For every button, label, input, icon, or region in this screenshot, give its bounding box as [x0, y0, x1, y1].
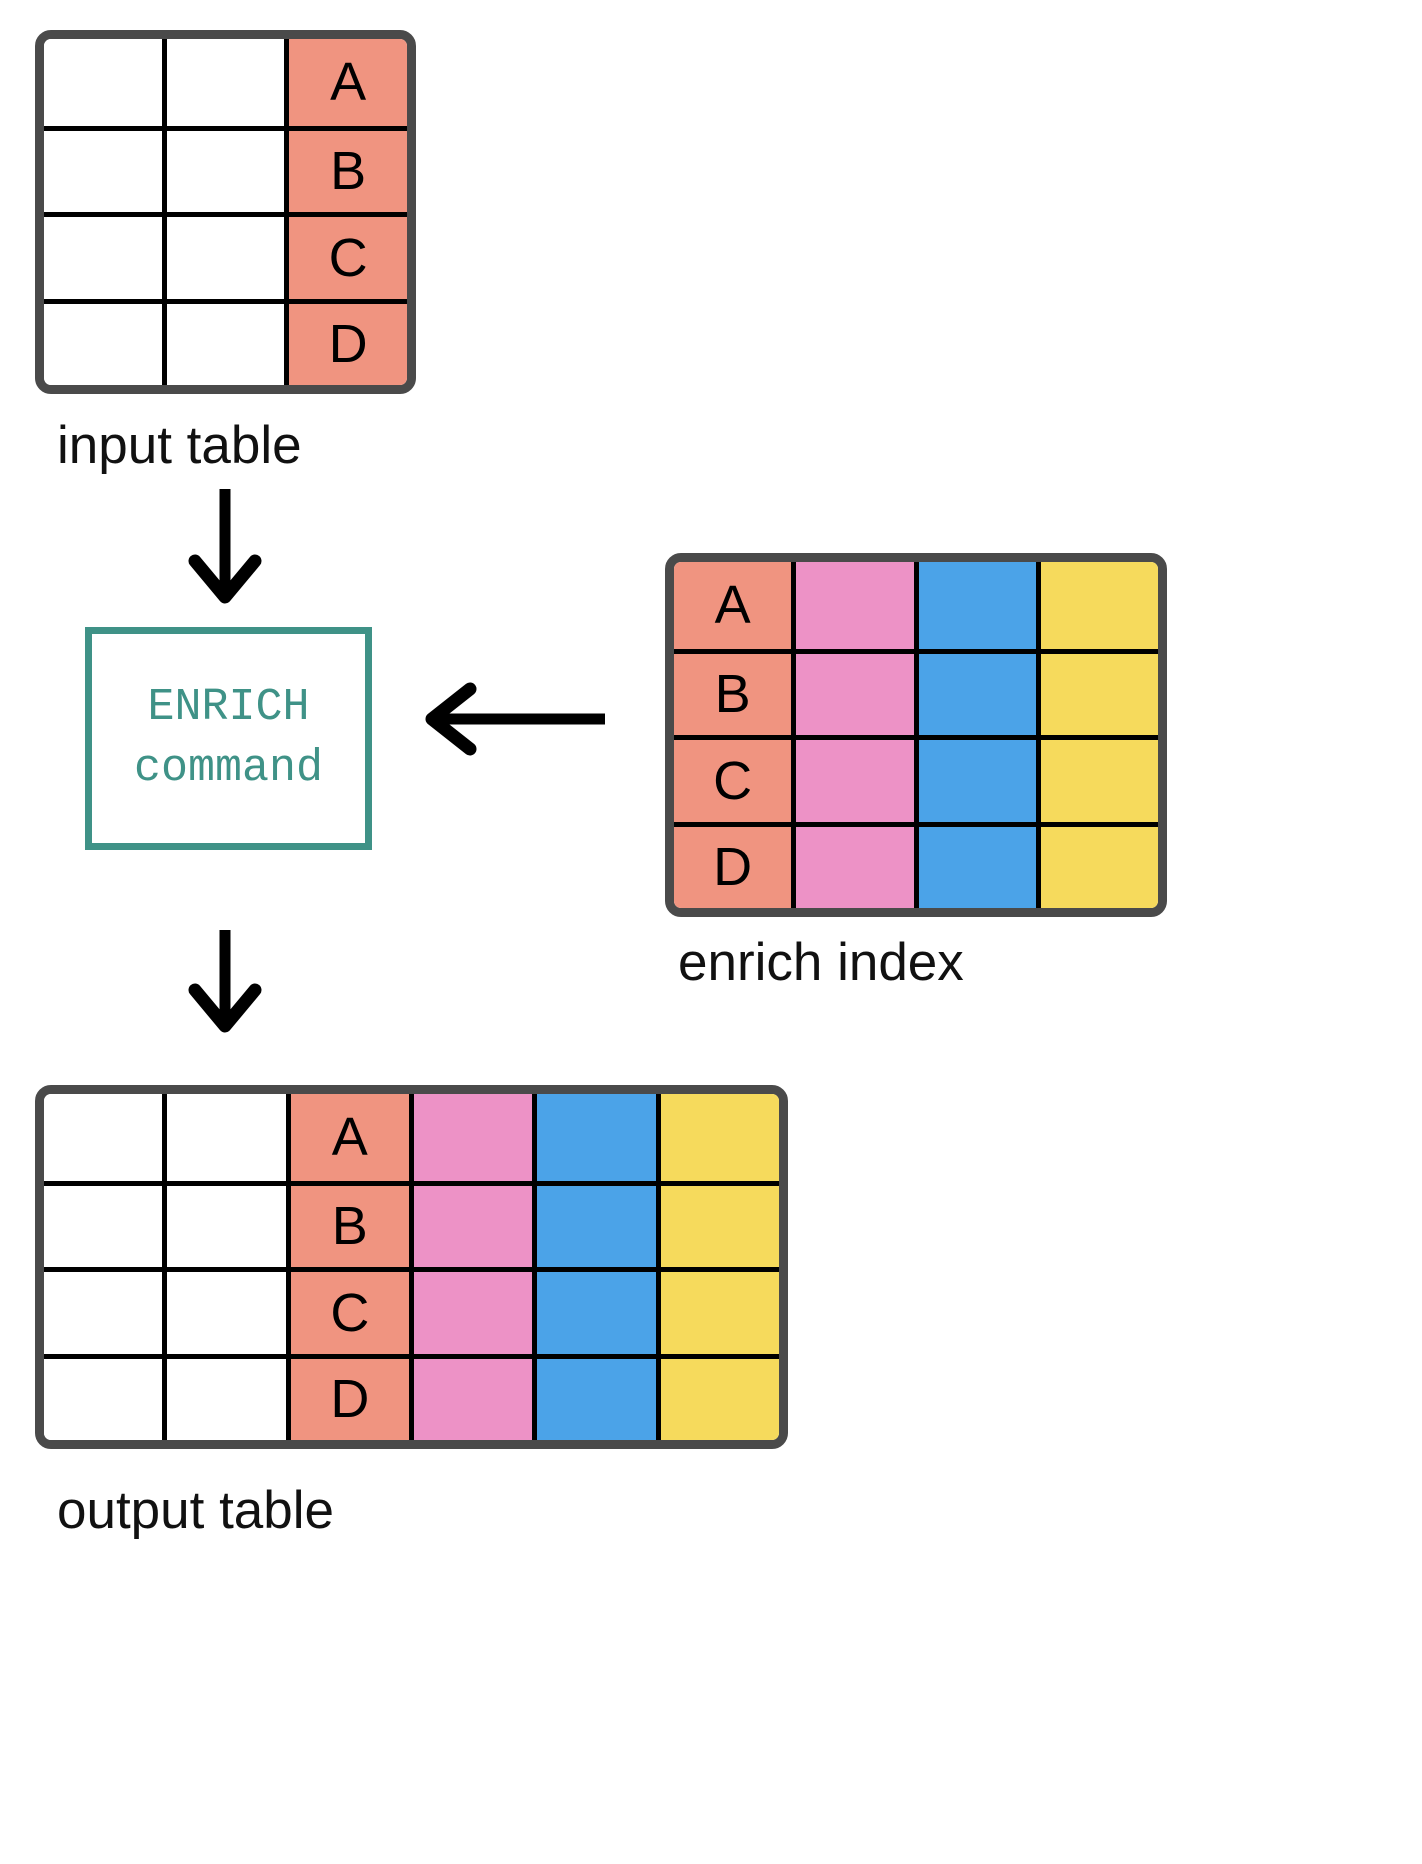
- cell-r1c1: [162, 1185, 286, 1267]
- cell-r0c1: [161, 39, 285, 126]
- cell-r0c2-key: A: [284, 39, 407, 126]
- cell-r3c2-key: D: [285, 1358, 409, 1440]
- output-table-caption: output table: [57, 1481, 335, 1540]
- table-row: B: [674, 648, 1158, 735]
- cell-r0c0-key: A: [674, 562, 792, 649]
- cell-r2c0-key: C: [674, 740, 792, 822]
- down-arrow-command-to-output: [188, 930, 262, 1033]
- cell-r3c0: [44, 303, 162, 385]
- cell-r3c1: [162, 1358, 286, 1440]
- cell-r0c1: [162, 1094, 286, 1181]
- cell-r1c1: [791, 653, 914, 735]
- cell-r1c2-key: B: [284, 130, 407, 212]
- cell-r1c3: [408, 1185, 533, 1267]
- cell-r3c1: [161, 303, 285, 385]
- table-row: B: [44, 1180, 779, 1267]
- cell-r1c4: [532, 1185, 656, 1267]
- table-row: C: [44, 212, 407, 299]
- cell-r3c4: [532, 1358, 656, 1440]
- cell-r2c2: [913, 740, 1036, 822]
- cell-r0c0: [44, 1094, 163, 1181]
- left-arrow-index-to-command: [425, 682, 605, 756]
- output-table: A B C D: [35, 1085, 788, 1449]
- cell-r1c1: [161, 130, 285, 212]
- cell-r3c3: [1035, 826, 1158, 908]
- table-row: B: [44, 125, 407, 212]
- cell-r2c0: [44, 1272, 163, 1354]
- cell-r3c0-key: D: [674, 826, 792, 908]
- input-table: A B C D: [35, 30, 416, 394]
- cell-r0c3: [1035, 562, 1158, 649]
- cell-r2c2-key: C: [285, 1272, 409, 1354]
- table-row: A: [44, 1094, 779, 1181]
- enrich-command-line-2: command: [133, 742, 324, 794]
- cell-r1c0-key: B: [674, 653, 792, 735]
- cell-r1c2: [913, 653, 1036, 735]
- cell-r2c2-key: C: [284, 217, 407, 299]
- cell-r0c4: [532, 1094, 656, 1181]
- cell-r2c4: [532, 1272, 656, 1354]
- table-row: C: [44, 1267, 779, 1354]
- cell-r3c3: [408, 1358, 533, 1440]
- cell-r2c0: [44, 217, 162, 299]
- cell-r2c3: [408, 1272, 533, 1354]
- cell-r0c2: [913, 562, 1036, 649]
- cell-r1c5: [655, 1185, 779, 1267]
- cell-r2c1: [161, 217, 285, 299]
- cell-r3c5: [655, 1358, 779, 1440]
- table-row: D: [44, 1353, 779, 1440]
- cell-r0c5: [655, 1094, 779, 1181]
- table-row: D: [44, 298, 407, 385]
- cell-r3c1: [791, 826, 914, 908]
- cell-r2c3: [1035, 740, 1158, 822]
- cell-r2c1: [791, 740, 914, 822]
- table-row: C: [674, 735, 1158, 822]
- input-table-caption: input table: [57, 416, 302, 475]
- cell-r2c5: [655, 1272, 779, 1354]
- cell-r3c0: [44, 1358, 163, 1440]
- cell-r1c2-key: B: [285, 1185, 409, 1267]
- cell-r0c2-key: A: [285, 1094, 409, 1181]
- cell-r1c0: [44, 130, 162, 212]
- cell-r0c0: [44, 39, 162, 126]
- table-row: A: [674, 562, 1158, 649]
- cell-r1c0: [44, 1185, 163, 1267]
- cell-r0c1: [791, 562, 914, 649]
- table-row: A: [44, 39, 407, 126]
- enrich-index-caption: enrich index: [678, 933, 964, 992]
- cell-r3c2: [913, 826, 1036, 908]
- cell-r2c1: [162, 1272, 286, 1354]
- table-row: D: [674, 821, 1158, 908]
- down-arrow-input-to-command: [188, 489, 262, 604]
- enrich-command-box[interactable]: ENRICH command: [85, 627, 372, 850]
- enrich-command-line-1: ENRICH: [147, 681, 310, 733]
- cell-r3c2-key: D: [284, 303, 407, 385]
- cell-r1c3: [1035, 653, 1158, 735]
- cell-r0c3: [408, 1094, 533, 1181]
- enrich-index-table: A B C D: [665, 553, 1167, 917]
